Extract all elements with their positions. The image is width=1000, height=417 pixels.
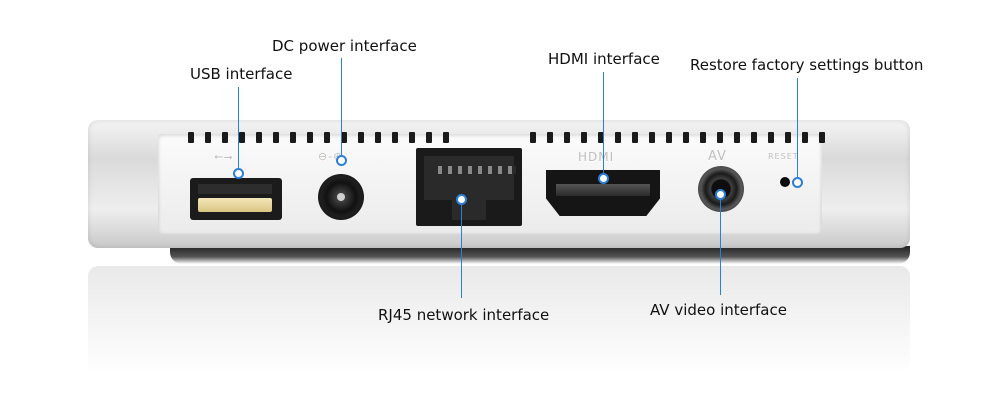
hdmi-marking: HDMI bbox=[578, 150, 615, 164]
av-marking: AV bbox=[708, 149, 727, 164]
vent-slot bbox=[307, 132, 313, 143]
vent-slot bbox=[188, 132, 194, 143]
vent-slot bbox=[426, 132, 432, 143]
vent-slot bbox=[649, 132, 655, 143]
hdmi-contacts bbox=[556, 184, 650, 196]
rj45-pins bbox=[438, 166, 516, 174]
dc-callout-line bbox=[341, 58, 342, 158]
hdmi-port bbox=[546, 170, 660, 216]
restore-label: Restore factory settings button bbox=[690, 56, 924, 74]
vent-slot bbox=[785, 132, 791, 143]
reset-marking: RESET bbox=[768, 152, 799, 161]
hdmi-callout-line bbox=[603, 72, 604, 176]
av-callout-dot bbox=[715, 189, 726, 200]
device-reflection bbox=[88, 266, 910, 376]
rj45-latch-slot bbox=[452, 200, 486, 220]
rj45-port bbox=[416, 148, 522, 226]
vent-slot bbox=[530, 132, 536, 143]
vent-slot bbox=[358, 132, 364, 143]
hdmi-label: HDMI interface bbox=[548, 50, 660, 68]
dc-power-pin bbox=[337, 193, 345, 201]
dc-callout-dot bbox=[336, 155, 347, 166]
vent-slot bbox=[341, 132, 347, 143]
device-base bbox=[170, 246, 910, 264]
vent-slot bbox=[239, 132, 245, 143]
vent-slot bbox=[256, 132, 262, 143]
hdmi-callout-dot bbox=[598, 173, 609, 184]
vent-slot bbox=[666, 132, 672, 143]
usb-symbol: ⭠⭢ bbox=[214, 150, 234, 163]
usb-callout-dot bbox=[233, 168, 244, 179]
vent-slot bbox=[632, 132, 638, 143]
vent-slot bbox=[547, 132, 553, 143]
usb-port-upper bbox=[198, 184, 272, 194]
vent-slot bbox=[392, 132, 398, 143]
usb-callout-line bbox=[238, 87, 239, 172]
restore-callout-line bbox=[797, 78, 798, 182]
vent-slot bbox=[581, 132, 587, 143]
vent-slot bbox=[205, 132, 211, 143]
rj45-cavity bbox=[424, 156, 516, 200]
vent-slot bbox=[683, 132, 689, 143]
dc-power-jack bbox=[318, 174, 364, 220]
vent-slot bbox=[290, 132, 296, 143]
vent-slot bbox=[273, 132, 279, 143]
vent-slot bbox=[802, 132, 808, 143]
vent-slot bbox=[598, 132, 604, 143]
dc-power-label: DC power interface bbox=[272, 37, 417, 55]
reset-button bbox=[780, 177, 790, 187]
av-callout-line bbox=[720, 195, 721, 295]
vent-slot bbox=[819, 132, 825, 143]
vent-slot bbox=[222, 132, 228, 143]
restore-callout-dot bbox=[792, 177, 803, 188]
vent-slot bbox=[751, 132, 757, 143]
vent-slot bbox=[375, 132, 381, 143]
vent-slot bbox=[324, 132, 330, 143]
rj45-label: RJ45 network interface bbox=[378, 306, 550, 324]
vent-slot bbox=[700, 132, 706, 143]
av-label: AV video interface bbox=[650, 301, 787, 319]
vent-slot bbox=[615, 132, 621, 143]
vent-slot bbox=[564, 132, 570, 143]
rj45-callout-dot bbox=[456, 194, 467, 205]
vent-slot bbox=[734, 132, 740, 143]
vent-slot bbox=[768, 132, 774, 143]
vent-slot bbox=[717, 132, 723, 143]
rj45-callout-line bbox=[461, 200, 462, 298]
ventilation-slots bbox=[0, 132, 1000, 144]
vent-slot bbox=[443, 132, 449, 143]
usb-port bbox=[190, 178, 282, 220]
usb-port-contacts bbox=[198, 198, 272, 212]
usb-label: USB interface bbox=[190, 65, 293, 83]
vent-slot bbox=[409, 132, 415, 143]
